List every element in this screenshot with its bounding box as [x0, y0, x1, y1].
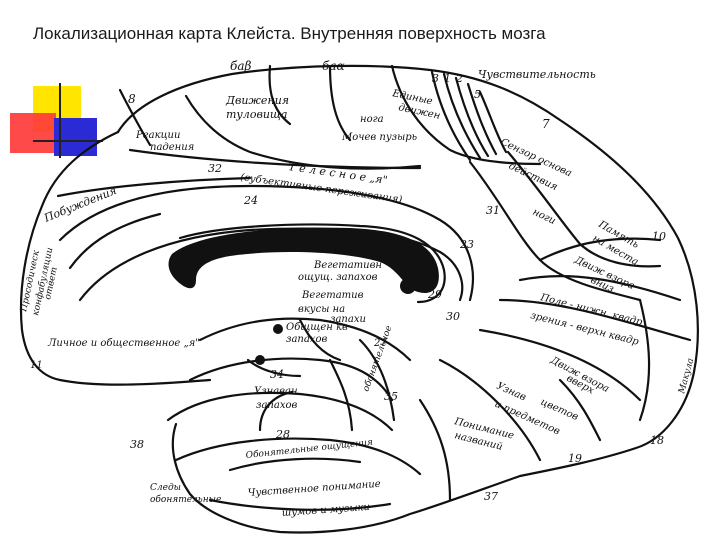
label-lichnoe: Личное и общественное „я": [47, 338, 200, 349]
label-n18: 18: [650, 434, 664, 447]
label-n28: 28: [275, 428, 290, 441]
label-n32: 32: [208, 162, 222, 175]
label-n34: 34: [270, 368, 284, 381]
label-sledy2: обонятельные: [150, 494, 221, 505]
label-n11: 11: [30, 360, 43, 371]
label-n5: 5: [474, 88, 481, 101]
label-mochev: Мочев пузырь: [341, 132, 417, 143]
label-pobuzh: Побуждения: [41, 184, 118, 225]
label-reakc2: падения: [150, 142, 194, 153]
label-reakc1: Реакции: [135, 130, 180, 141]
label-bab: баβ: [230, 59, 251, 73]
label-vegetat1: Вегетатив: [301, 290, 364, 301]
label-sledy1: Следы: [150, 483, 181, 493]
label-uznav1: Узнаван: [254, 386, 298, 397]
label-n19: 19: [568, 452, 582, 465]
label-n23: 23: [459, 238, 474, 251]
label-chuv2: шумов и музыки: [281, 502, 370, 519]
label-n30: 30: [446, 310, 460, 323]
label-baa: баα: [322, 59, 345, 73]
anatomical-dot: [400, 278, 416, 294]
label-n35: 35: [384, 390, 398, 403]
label-n2: 2: [455, 72, 463, 85]
label-n1: 1: [444, 72, 451, 85]
anatomical-dot: [273, 324, 283, 334]
label-veg2: ощущ. запахов: [298, 272, 378, 283]
label-noga: нога: [360, 114, 384, 125]
label-obshch2: запахов: [286, 334, 327, 345]
label-veg1: Вегетативн: [313, 260, 382, 271]
label-edin2: движен: [397, 102, 441, 122]
label-dvizh2: туловища: [226, 108, 288, 121]
label-n3: 3: [432, 72, 439, 85]
label-n24: 24: [243, 194, 258, 207]
label-dvizh1: Движения: [225, 94, 289, 107]
label-obshch1: Общщен кв: [286, 322, 348, 333]
anatomical-dot: [255, 355, 265, 365]
corpus-callosum: [169, 228, 439, 293]
label-sens: Чувствительность: [478, 68, 596, 81]
label-chuv1: Чувственное понимание: [247, 479, 381, 499]
label-n38: 38: [130, 438, 144, 451]
label-n37: 37: [484, 490, 498, 503]
label-n7: 7: [542, 117, 550, 131]
label-n10: 10: [652, 230, 666, 243]
label-n31: 31: [486, 204, 500, 217]
label-n8: 8: [128, 92, 136, 106]
label-uznav2: запахов: [256, 400, 297, 411]
label-n29: 29: [427, 288, 442, 301]
